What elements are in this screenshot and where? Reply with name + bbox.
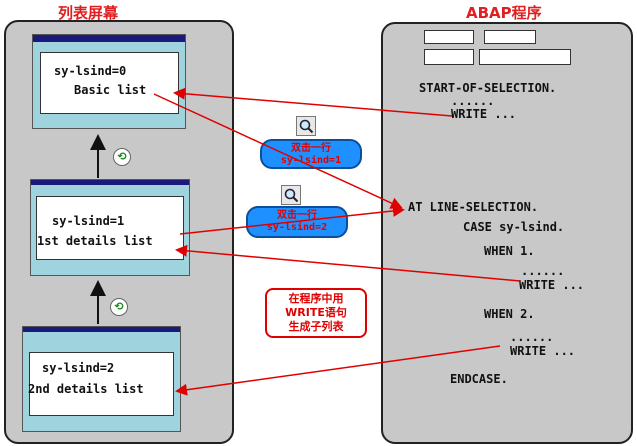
write-to-first-list-arrow — [175, 244, 521, 282]
back-arrow-icon[interactable]: ⟲ — [110, 298, 128, 316]
code-start-of-selection: START-OF-SELECTION. — [419, 81, 557, 95]
basic-list-label[interactable]: Basic list — [74, 83, 147, 97]
write-to-second-list-arrow — [175, 345, 501, 396]
selection-box — [484, 30, 536, 44]
note-line-3: 生成子列表 — [288, 320, 344, 333]
sy-lsind-0-label: sy-lsind=0 — [54, 64, 127, 78]
bubble-sy-lsind-text: sy-lsind=2 — [266, 222, 328, 233]
write-to-basic-list-arrow — [173, 87, 453, 117]
first-details-list-label[interactable]: 1st details list — [37, 234, 153, 248]
note-line-1: 在程序中用 — [288, 292, 344, 305]
sy-lsind-1-label: sy-lsind=1 — [52, 214, 125, 228]
magnifier-icon — [296, 116, 316, 136]
abap-program-panel — [381, 22, 633, 444]
selection-box — [424, 30, 474, 44]
window-titlebar — [33, 35, 185, 42]
right-panel-title: ABAP程序 — [466, 4, 542, 22]
basic-list-to-at-line-arrow — [153, 93, 403, 209]
code-when-1: WHEN 1. — [484, 244, 535, 258]
write-statement-note: 在程序中用 WRITE语句 生成子列表 — [265, 288, 367, 338]
window-titlebar — [31, 180, 189, 185]
code-write: WRITE ... — [451, 107, 517, 121]
back-arrow-icon[interactable]: ⟲ — [113, 148, 131, 166]
first-details-list-page — [36, 196, 184, 260]
first-list-to-at-line-arrow — [179, 205, 405, 235]
code-case: CASE sy-lsind. — [463, 220, 565, 234]
code-write: WRITE ... — [510, 344, 576, 358]
code-write: WRITE ... — [519, 278, 585, 292]
bubble-sy-lsind-text: sy-lsind=1 — [280, 155, 342, 166]
code-dots: ...... — [510, 330, 554, 344]
double-click-bubble-1: 双击一行 sy-lsind=1 — [260, 139, 362, 169]
bubble-action-text: 双击一行 — [291, 143, 331, 154]
sy-lsind-2-label: sy-lsind=2 — [42, 361, 115, 375]
code-when-2: WHEN 2. — [484, 307, 535, 321]
magnifier-icon — [281, 185, 301, 205]
code-at-line-selection: AT LINE-SELECTION. — [408, 200, 539, 214]
code-dots: ...... — [451, 94, 495, 108]
code-endcase: ENDCASE. — [450, 372, 508, 386]
selection-box — [479, 49, 571, 65]
basic-list-page — [40, 52, 179, 114]
note-line-2: WRITE语句 — [285, 306, 347, 319]
window-titlebar — [23, 327, 180, 332]
left-panel-title: 列表屏幕 — [58, 4, 119, 22]
code-dots: ...... — [521, 264, 565, 278]
selection-box — [424, 49, 474, 65]
second-details-list-page — [29, 352, 174, 416]
second-details-list-label[interactable]: 2nd details list — [28, 382, 144, 396]
bubble-action-text: 双击一行 — [277, 210, 317, 221]
